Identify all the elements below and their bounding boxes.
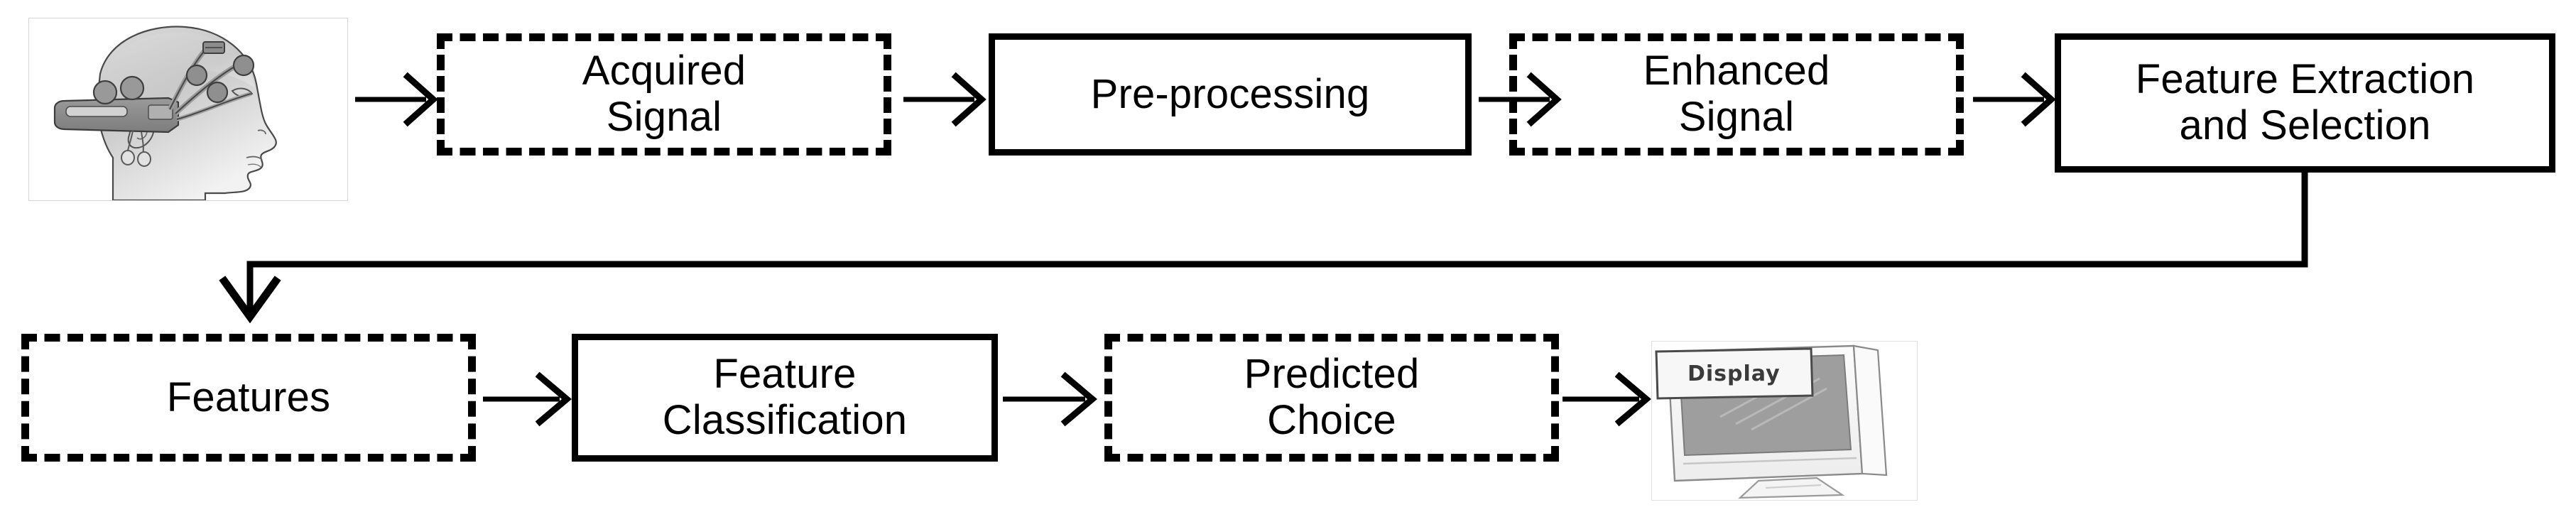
node-pre-processing[interactable]: Pre-processing (989, 33, 1472, 156)
node-predicted-choice[interactable]: Predicted Choice (1104, 334, 1559, 462)
connector-enhanced-to-extraction (1973, 71, 2058, 128)
connector-extraction-to-features (219, 167, 2322, 338)
connector-head-to-acquired (355, 71, 440, 128)
node-enhanced-signal-label: Enhanced Signal (1643, 48, 1830, 140)
eeg-electrodes (92, 41, 255, 105)
node-features-label: Features (166, 374, 331, 420)
connector-predicted-to-display (1563, 371, 1655, 428)
node-acquired-signal[interactable]: Acquired Signal (437, 33, 891, 156)
connector-features-to-classification (483, 371, 575, 428)
node-pre-processing-label: Pre-processing (1090, 70, 1370, 117)
eeg-head-svg (53, 26, 277, 200)
node-feature-extraction-and-selection-label: Feature Extraction and Selection (2135, 56, 2475, 148)
display-monitor-svg (1655, 344, 1888, 499)
node-feature-extraction-and-selection[interactable]: Feature Extraction and Selection (2055, 33, 2555, 173)
node-feature-classification-label: Feature Classification (662, 351, 908, 443)
connector-acquired-to-preprocessing (903, 71, 989, 128)
node-enhanced-signal[interactable]: Enhanced Signal (1509, 33, 1964, 156)
node-feature-classification[interactable]: Feature Classification (572, 334, 998, 462)
connector-classification-to-predicted (1003, 371, 1102, 428)
node-predicted-choice-label: Predicted Choice (1244, 351, 1420, 443)
connector-preprocessing-to-enhanced (1479, 71, 1564, 128)
eeg-headset-band (53, 97, 180, 134)
node-features[interactable]: Features (21, 334, 476, 462)
display-monitor-illustration: Display (1651, 341, 1918, 501)
eeg-headset-illustration (28, 18, 348, 201)
node-acquired-signal-label: Acquired Signal (582, 48, 746, 140)
